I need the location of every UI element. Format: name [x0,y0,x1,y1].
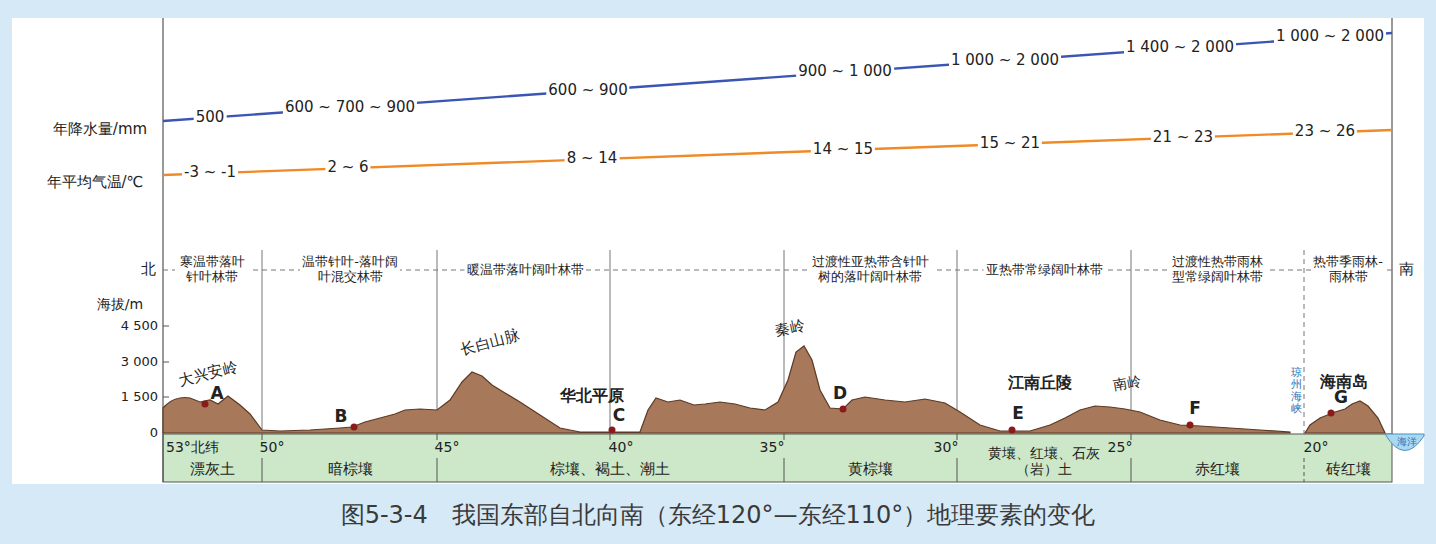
axis-title: 年降水量/mm [53,121,147,138]
direction-label: 南 [1399,261,1414,278]
temperature-value: 15 ~ 21 [978,135,1042,152]
soil-type: 砖红壤 [1326,461,1371,478]
axis-tick-label: 1 500 [121,390,158,405]
point-letter: A [210,384,223,404]
point-letter: E [1012,404,1024,424]
temperature-value: 21 ~ 23 [1151,129,1215,146]
vegetation-zone: 热带季雨林-雨林带 [1311,255,1385,285]
temperature-value: 8 ~ 14 [565,150,620,167]
point-letter: D [833,384,847,404]
soil-band [163,434,1392,482]
temperature-value: 2 ~ 6 [325,159,370,176]
figure-caption: 图5-3-4 我国东部自北向南（东经120°—东经110°）地理要素的变化 [341,502,1096,530]
terrain-profile [163,346,1290,433]
direction-label: 北 [141,261,156,278]
soil-type: 黄壤、红壤、石灰（岩）土 [980,445,1108,477]
axis-tick-label: 4 500 [121,319,158,334]
precipitation-value: 1 000 ~ 2 000 [949,52,1061,69]
precipitation-line [163,33,1392,121]
point-markers [202,401,1335,434]
axis-tick-label: 0 [150,426,158,441]
vegetation-zone: 寒温带落叶针叶林带 [175,255,249,285]
vegetation-zone: 过渡性亚热带含针叶树的落叶阔叶林带 [807,255,933,285]
latitude-label: 50° [260,439,285,455]
point-letter: C [613,406,625,426]
axis-ticks [163,326,169,397]
soil-type: 黄棕壤 [848,461,893,478]
latitude-label: 30° [934,439,959,455]
soil-type: 漂灰土 [190,461,235,478]
axis-title: 年平均气温/℃ [47,174,144,191]
temperature-value: -3 ~ -1 [182,164,238,181]
temperature-value: 23 ~ 26 [1293,123,1357,140]
soil-type: 暗棕壤 [328,461,373,478]
plain-name: 华北平原 [560,387,624,405]
ocean [1385,434,1424,451]
latitude-label: 40° [609,439,634,455]
ocean-name: 海洋 [1397,436,1417,448]
vegetation-zone: 暖温带落叶阔叶林带 [465,263,586,278]
precipitation-value: 500 [194,109,227,126]
point-letter: F [1189,399,1201,419]
precipitation-value: 600 ~ 900 [546,82,629,99]
strait-name: 琼州海峡 [1291,366,1302,416]
hills-name: 江南丘陵 [1008,374,1072,392]
vegetation-zone: 过渡性热带雨林型常绿阔叶林带 [1167,255,1267,285]
axis-title: 海拔/m [97,296,143,312]
point-letter: G [1334,388,1348,408]
soil-type: 赤红壤 [1195,461,1240,478]
precipitation-value: 900 ~ 1 000 [796,63,894,80]
latitude-label: 53°北纬 [166,439,219,455]
latitude-label: 45° [435,439,460,455]
point-letter: B [335,407,348,427]
precipitation-value: 1 000 ~ 2 000 [1274,28,1386,45]
latitude-label: 20° [1304,439,1329,455]
precipitation-value: 1 400 ~ 2 000 [1124,39,1236,56]
frame-line [1391,18,1392,434]
chart-ground [12,18,1424,484]
soil-type: 棕壤、褐土、潮土 [550,461,670,478]
precipitation-value: 600 ~ 700 ~ 900 [283,99,417,116]
vegetation-zone: 亚热带常绿阔叶林带 [984,263,1105,278]
vegetation-zone: 温带针叶-落叶阔叶混交林带 [300,255,400,285]
temperature-value: 14 ~ 15 [811,141,875,158]
latitude-label: 35° [760,439,785,455]
latitude-label: 25° [1108,439,1133,455]
axis-tick-label: 3 000 [121,355,158,370]
soil-dividers [262,434,1304,482]
